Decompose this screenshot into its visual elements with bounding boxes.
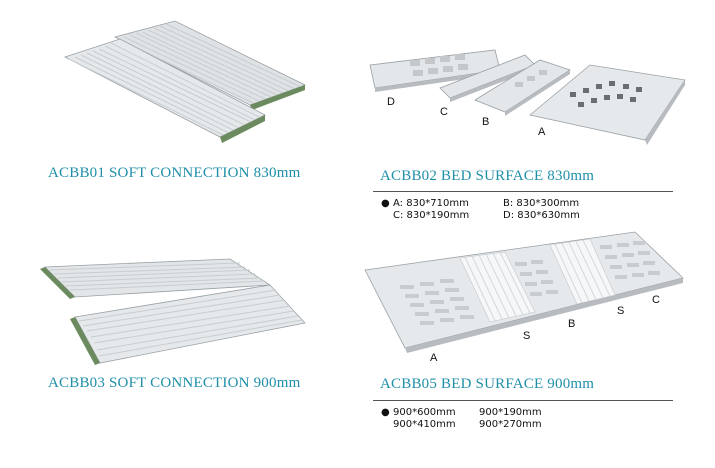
panel-a-slots xyxy=(400,279,474,325)
soft-strip-1 xyxy=(459,251,536,323)
panel-label-c: C xyxy=(440,106,448,118)
rod-module-front xyxy=(63,38,266,143)
panel-label-s: S xyxy=(617,305,625,317)
acbb05-specs: ● 900*600mm 900*190mm 900*410mm 900*270m… xyxy=(381,407,542,431)
panel-b xyxy=(474,59,571,116)
spec-row: C: 830*190mm D: 830*630mm xyxy=(381,210,580,222)
spec-value: D: 830*630mm xyxy=(503,210,580,221)
panel-label-a: A xyxy=(430,352,438,364)
panel-a xyxy=(529,64,686,145)
panel-label-s: S xyxy=(523,330,531,342)
spec-value: A: 830*710mm xyxy=(393,198,469,209)
spec-row: 900*410mm 900*270mm xyxy=(381,419,542,431)
acbb05-image xyxy=(364,230,695,355)
rod-module-back xyxy=(113,20,307,110)
spec-value: 900*190mm xyxy=(479,407,542,418)
acbb05-title: ACBB05 BED SURFACE 900mm xyxy=(380,376,595,392)
rod-module-bottom xyxy=(70,284,306,365)
acbb05-divider xyxy=(373,400,673,401)
panel-label-d: D xyxy=(387,96,395,108)
acbb01-image xyxy=(60,15,310,165)
bullet-icon: ● xyxy=(381,407,390,418)
acbb02-specs: ● A: 830*710mm B: 830*300mm C: 830*190mm… xyxy=(381,198,580,222)
spec-row: ● 900*600mm 900*190mm xyxy=(381,407,542,419)
panel-b-slots xyxy=(515,260,558,296)
acbb03-title: ACBB03 SOFT CONNECTION 900mm xyxy=(48,375,301,391)
rod-module-top xyxy=(40,258,272,299)
acbb02-title: ACBB02 BED SURFACE 830mm xyxy=(380,168,595,184)
acbb02-divider xyxy=(373,191,673,192)
acbb03-image xyxy=(40,255,320,375)
spec-row: ● A: 830*710mm B: 830*300mm xyxy=(381,198,580,210)
panel-label-c: C xyxy=(652,294,660,306)
bullet-icon: ● xyxy=(381,198,390,209)
spec-value: 900*410mm xyxy=(393,419,456,430)
panel-label-b: B xyxy=(568,318,576,330)
panel-c-slots xyxy=(600,241,660,279)
spec-value: 900*270mm xyxy=(479,419,542,430)
spec-value: B: 830*300mm xyxy=(503,198,580,209)
panel-label-a: A xyxy=(538,126,546,138)
acbb01-title: ACBB01 SOFT CONNECTION 830mm xyxy=(48,165,301,181)
panel-label-b: B xyxy=(482,116,490,128)
soft-strip-2 xyxy=(549,238,616,305)
spec-value: 900*600mm xyxy=(393,407,456,418)
acbb02-image xyxy=(365,40,695,150)
spec-value: C: 830*190mm xyxy=(393,210,470,221)
